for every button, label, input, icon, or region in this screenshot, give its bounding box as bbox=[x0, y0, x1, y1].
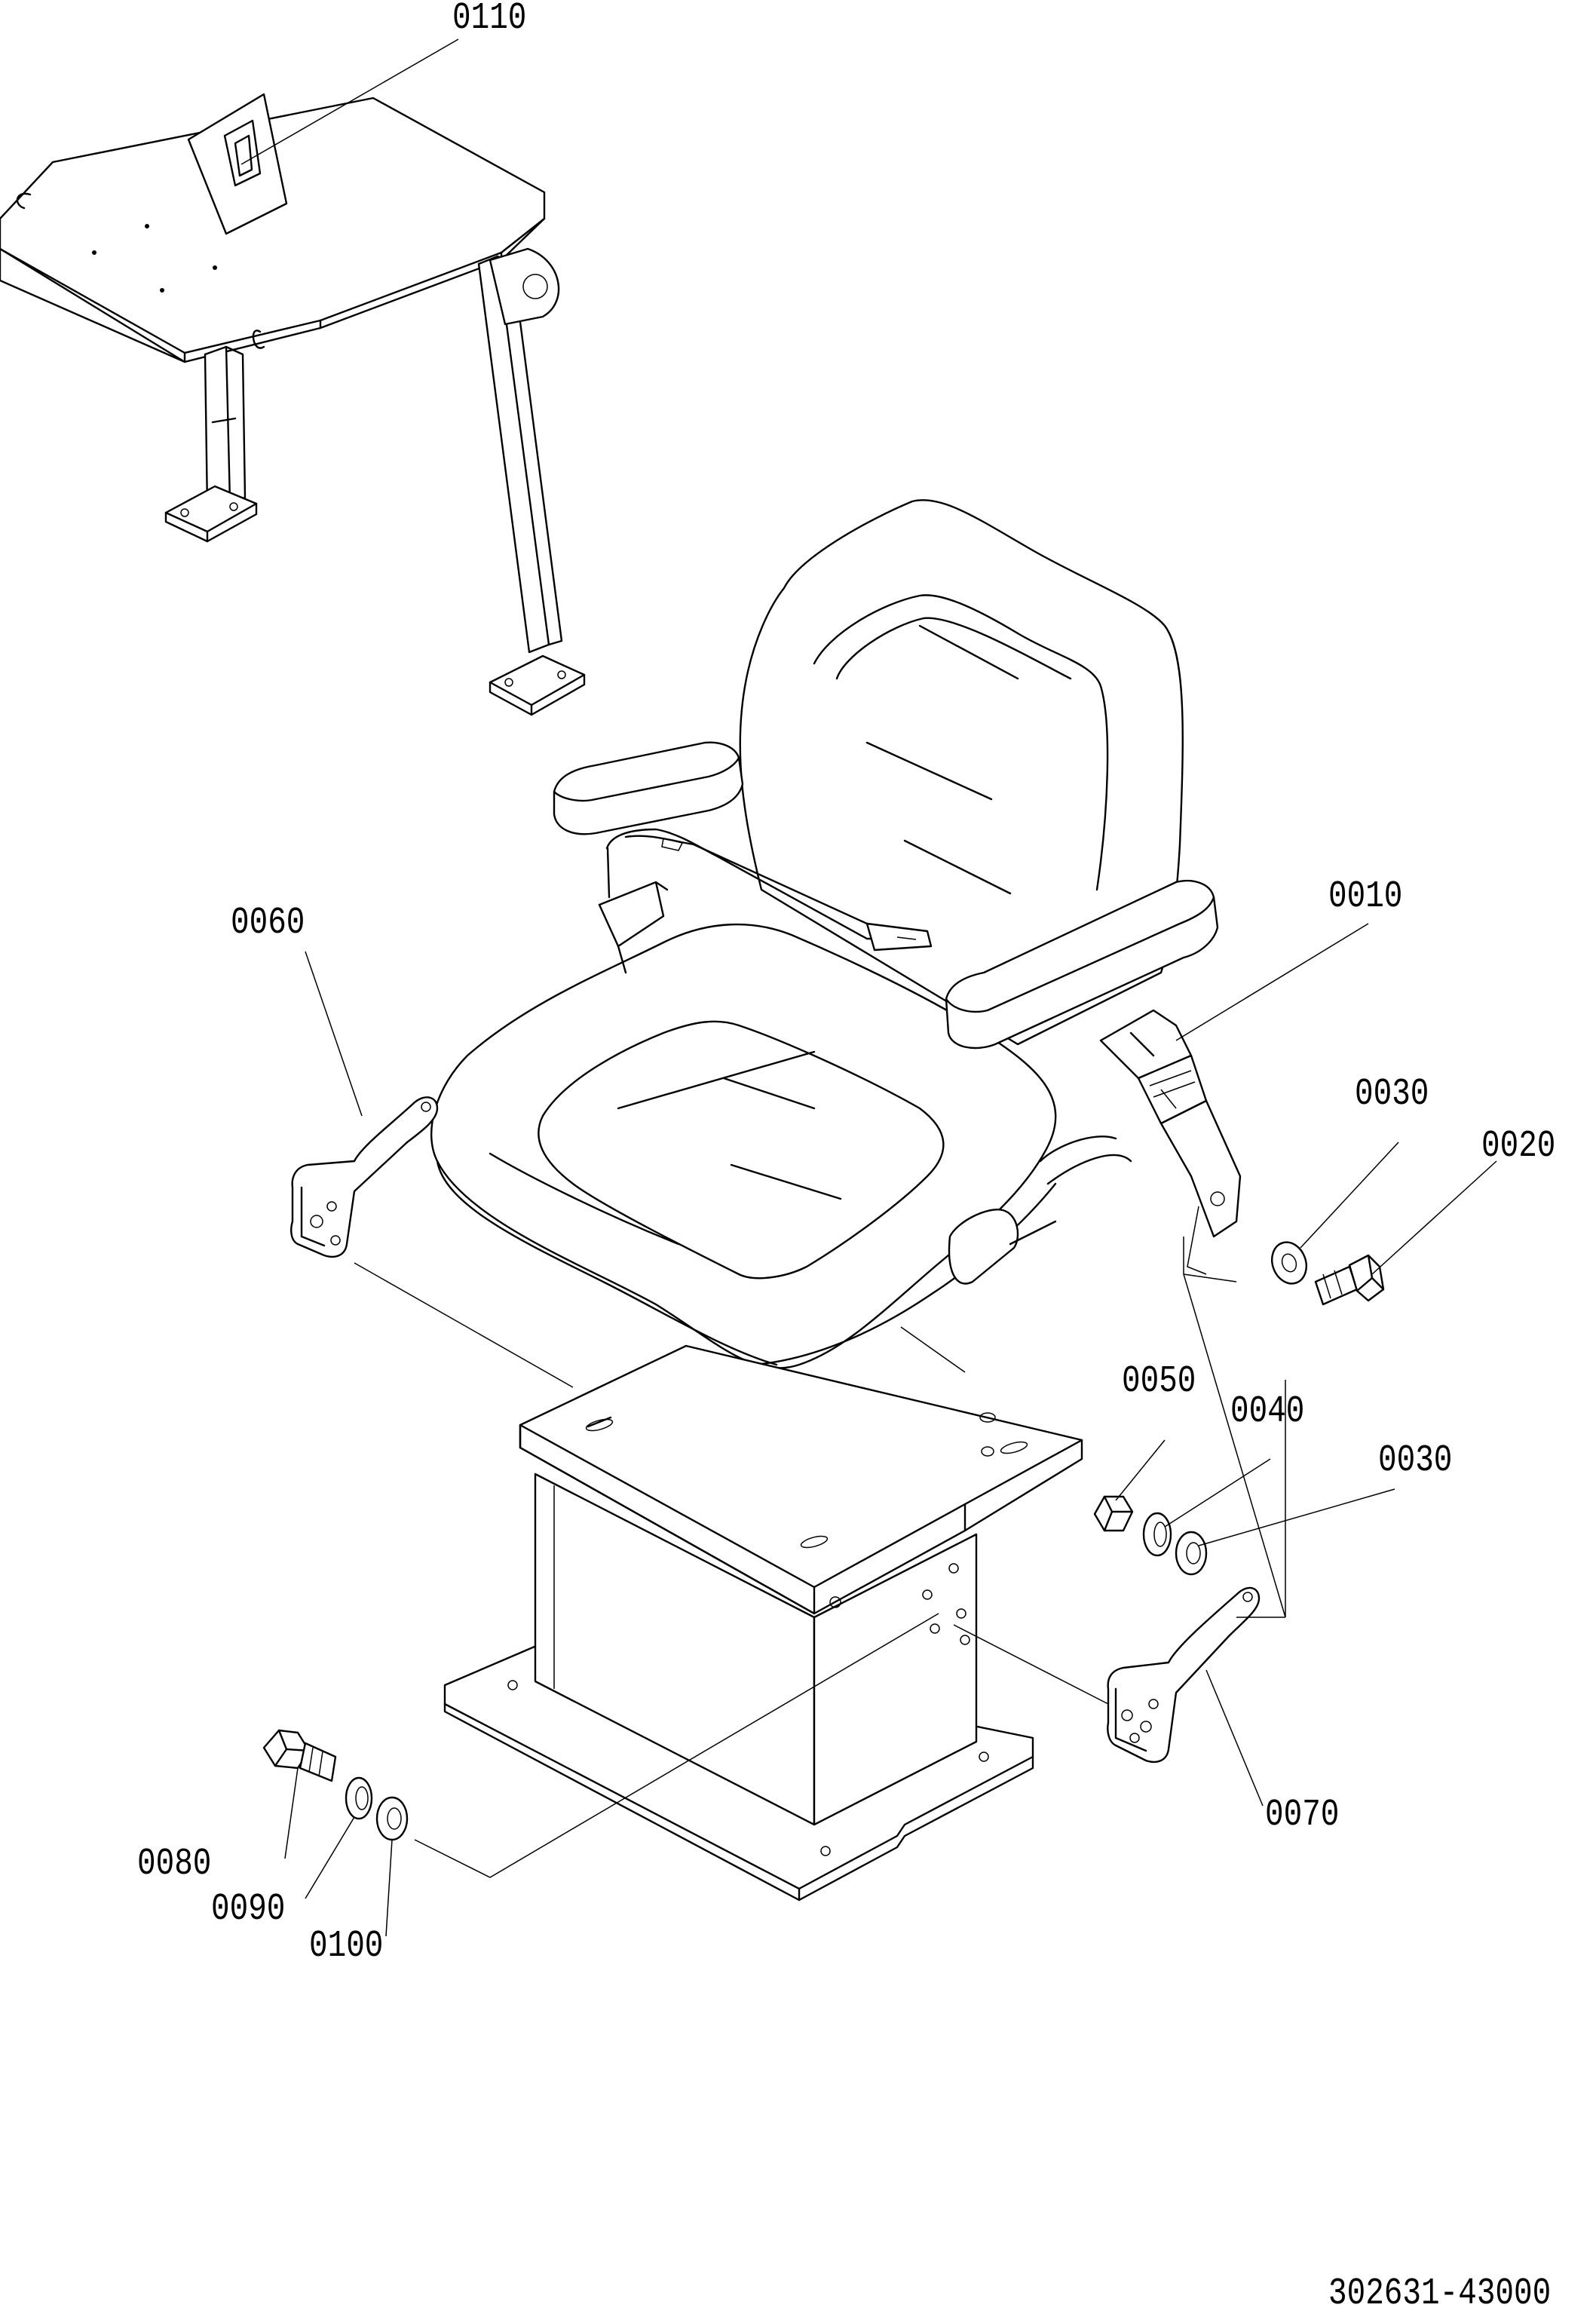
assembly-lines bbox=[354, 1237, 1286, 1878]
document-number: 302631-43000 bbox=[1328, 2272, 1552, 2315]
callout-0040: 0040 bbox=[1230, 1390, 1305, 1433]
seat-stand bbox=[443, 1344, 1083, 1902]
callout-0030-upper: 0030 bbox=[1355, 1073, 1429, 1116]
callout-0080: 0080 bbox=[137, 1843, 212, 1886]
callout-0010: 0010 bbox=[1328, 875, 1403, 918]
console-stand-0110 bbox=[0, 93, 586, 716]
washer-0030-upper bbox=[1271, 1241, 1307, 1285]
washer-0030-lower bbox=[1175, 1531, 1208, 1576]
washer-0100 bbox=[375, 1796, 409, 1841]
callout-0070: 0070 bbox=[1265, 1794, 1340, 1837]
operator-seat-0010 bbox=[430, 499, 1242, 1369]
bracket-0060 bbox=[290, 1096, 439, 1258]
callout-0110: 0110 bbox=[452, 0, 527, 40]
leader-lines bbox=[240, 38, 1497, 1937]
callout-0060: 0060 bbox=[231, 902, 305, 945]
callout-0100: 0100 bbox=[309, 1925, 384, 1968]
bolt-0080 bbox=[262, 1729, 337, 1782]
lock-washer-0090 bbox=[345, 1776, 373, 1820]
callout-0020: 0020 bbox=[1481, 1125, 1556, 1168]
bolt-0020 bbox=[1314, 1254, 1385, 1306]
lock-washer-0040 bbox=[1142, 1512, 1172, 1557]
callout-0090: 0090 bbox=[211, 1888, 286, 1931]
callout-0030-lower: 0030 bbox=[1378, 1439, 1453, 1482]
nut-0050 bbox=[1093, 1495, 1134, 1532]
bracket-0070 bbox=[1107, 1586, 1261, 1764]
callout-0050: 0050 bbox=[1122, 1360, 1196, 1403]
